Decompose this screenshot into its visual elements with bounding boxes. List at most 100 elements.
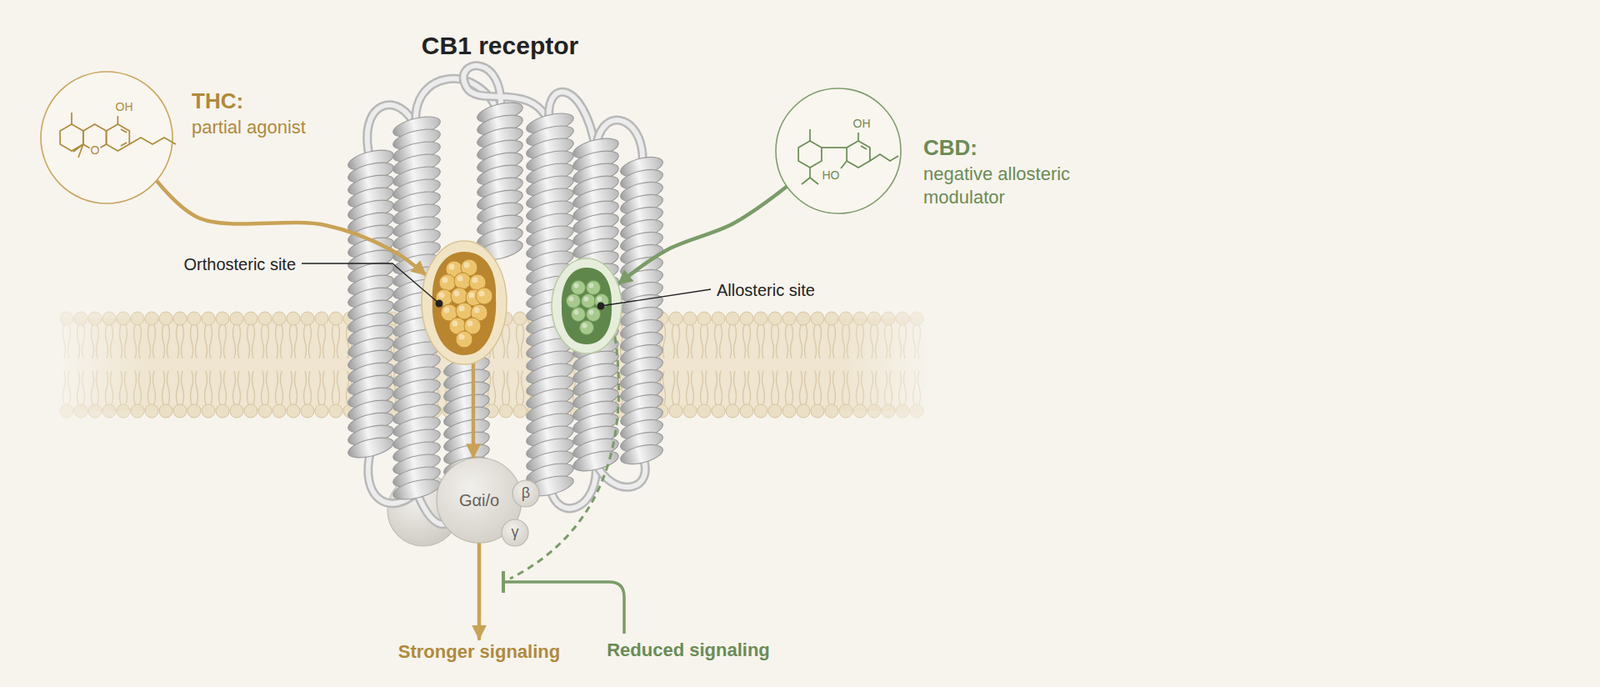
signal-output-label: Reduced signaling	[605, 640, 771, 660]
cbd-structure	[860, 145, 867, 150]
text-group: Gαi/o	[435, 456, 523, 544]
ligand-atom	[475, 287, 493, 305]
lipid-tail	[663, 325, 666, 359]
lipid-head	[669, 311, 683, 325]
diagram-title: CB1 receptor	[421, 31, 579, 60]
cbd-structure	[857, 132, 860, 141]
lipid-tail	[748, 325, 751, 359]
lipid-tail	[153, 325, 156, 359]
thc-structure	[106, 124, 130, 151]
lipid-head	[187, 311, 201, 325]
lipid-tail	[275, 370, 279, 405]
lipid-tail	[904, 370, 907, 405]
lipid-tail	[715, 325, 718, 359]
lipid-head	[74, 311, 88, 325]
lipid-tail	[233, 370, 236, 405]
thc-structure	[129, 137, 176, 145]
lipid-tail	[167, 370, 170, 405]
lipid-head	[215, 311, 230, 325]
lipid-head	[754, 311, 768, 325]
lipid-tail	[899, 370, 902, 405]
lipid-tail	[96, 325, 100, 359]
lipid-tail	[743, 370, 746, 405]
lipid-tail	[677, 325, 680, 359]
thc-structure	[117, 115, 120, 125]
lipid-tail	[847, 370, 850, 405]
modulation-dashed-line	[510, 336, 620, 579]
atom-highlight	[568, 295, 574, 301]
lipid-tail	[800, 325, 803, 359]
atom-highlight	[596, 295, 602, 301]
atom-highlight	[573, 282, 579, 288]
lipid-tail	[913, 370, 916, 405]
thc-structure	[120, 129, 127, 146]
lipid-head	[315, 404, 329, 418]
lipid-tail	[790, 325, 794, 359]
lipid-head	[697, 404, 711, 418]
lipid-tail	[856, 370, 860, 405]
inhibition-bracket	[505, 581, 625, 634]
lipid-head	[315, 311, 329, 325]
lipid-tail	[309, 370, 312, 405]
lipid-tail	[847, 325, 850, 359]
lipid-tail	[875, 370, 879, 405]
g-protein-subunit	[501, 519, 529, 546]
cbd-structure	[809, 129, 811, 141]
lipid-tail	[771, 325, 775, 359]
lipid-tail	[195, 370, 199, 405]
thc-structure	[60, 112, 176, 158]
lipid-head	[839, 311, 853, 325]
text-group: Allosteric site	[716, 279, 815, 301]
lipid-head	[867, 311, 881, 325]
lipid-head	[116, 311, 130, 325]
transmembrane-helix	[475, 99, 525, 265]
lipid-tail	[521, 370, 525, 405]
lipid-tail	[82, 370, 85, 405]
lipid-tail	[63, 325, 66, 359]
atom-highlight	[469, 292, 475, 299]
cbd-structure	[870, 154, 899, 161]
lipid-tail	[762, 325, 765, 359]
helix-turn	[390, 475, 442, 503]
lipid-tail	[507, 370, 510, 405]
lipid-tail	[190, 370, 194, 405]
lipid-tail	[148, 370, 151, 405]
lipid-tail	[139, 370, 142, 405]
lipid-tail	[280, 325, 284, 359]
lipid-tail	[68, 325, 71, 359]
lipid-tail	[167, 325, 170, 359]
ligand-atom	[439, 274, 456, 291]
lipid-tail	[918, 325, 921, 359]
lipid-tail	[176, 370, 180, 405]
atom-highlight	[439, 292, 445, 299]
lipid-tail	[120, 325, 123, 359]
signal-arrow	[156, 180, 425, 275]
lipid-tail	[120, 370, 123, 405]
lipid-tail	[705, 370, 709, 405]
lipid-tail	[394, 370, 397, 405]
lipid-head	[173, 311, 187, 325]
cbd-structure	[798, 129, 899, 185]
atom-highlight	[474, 307, 480, 314]
lipid-head	[88, 404, 102, 418]
lipid-tail	[776, 325, 780, 359]
atom-highlight	[459, 334, 465, 340]
lipid-head	[215, 404, 230, 418]
lipid-tail	[323, 325, 326, 359]
lipid-tail	[63, 370, 66, 405]
lipid-tail	[870, 370, 874, 405]
cbd-ligand-circle-shape	[775, 87, 902, 215]
lipid-head	[74, 404, 88, 418]
lipid-tail	[219, 325, 222, 359]
inhibition-bar	[501, 570, 505, 593]
lipid-head	[116, 404, 130, 418]
lipid-tail	[899, 325, 902, 359]
lipid-tail	[729, 325, 732, 359]
text-group: β	[511, 479, 540, 508]
lipid-tail	[252, 370, 255, 405]
node-heading: Stronger signaling	[398, 640, 568, 665]
text-group: Orthosteric site	[184, 253, 296, 275]
lipid-tail	[337, 370, 340, 405]
lipid-head	[102, 311, 116, 325]
transmembrane-helix	[345, 146, 395, 462]
